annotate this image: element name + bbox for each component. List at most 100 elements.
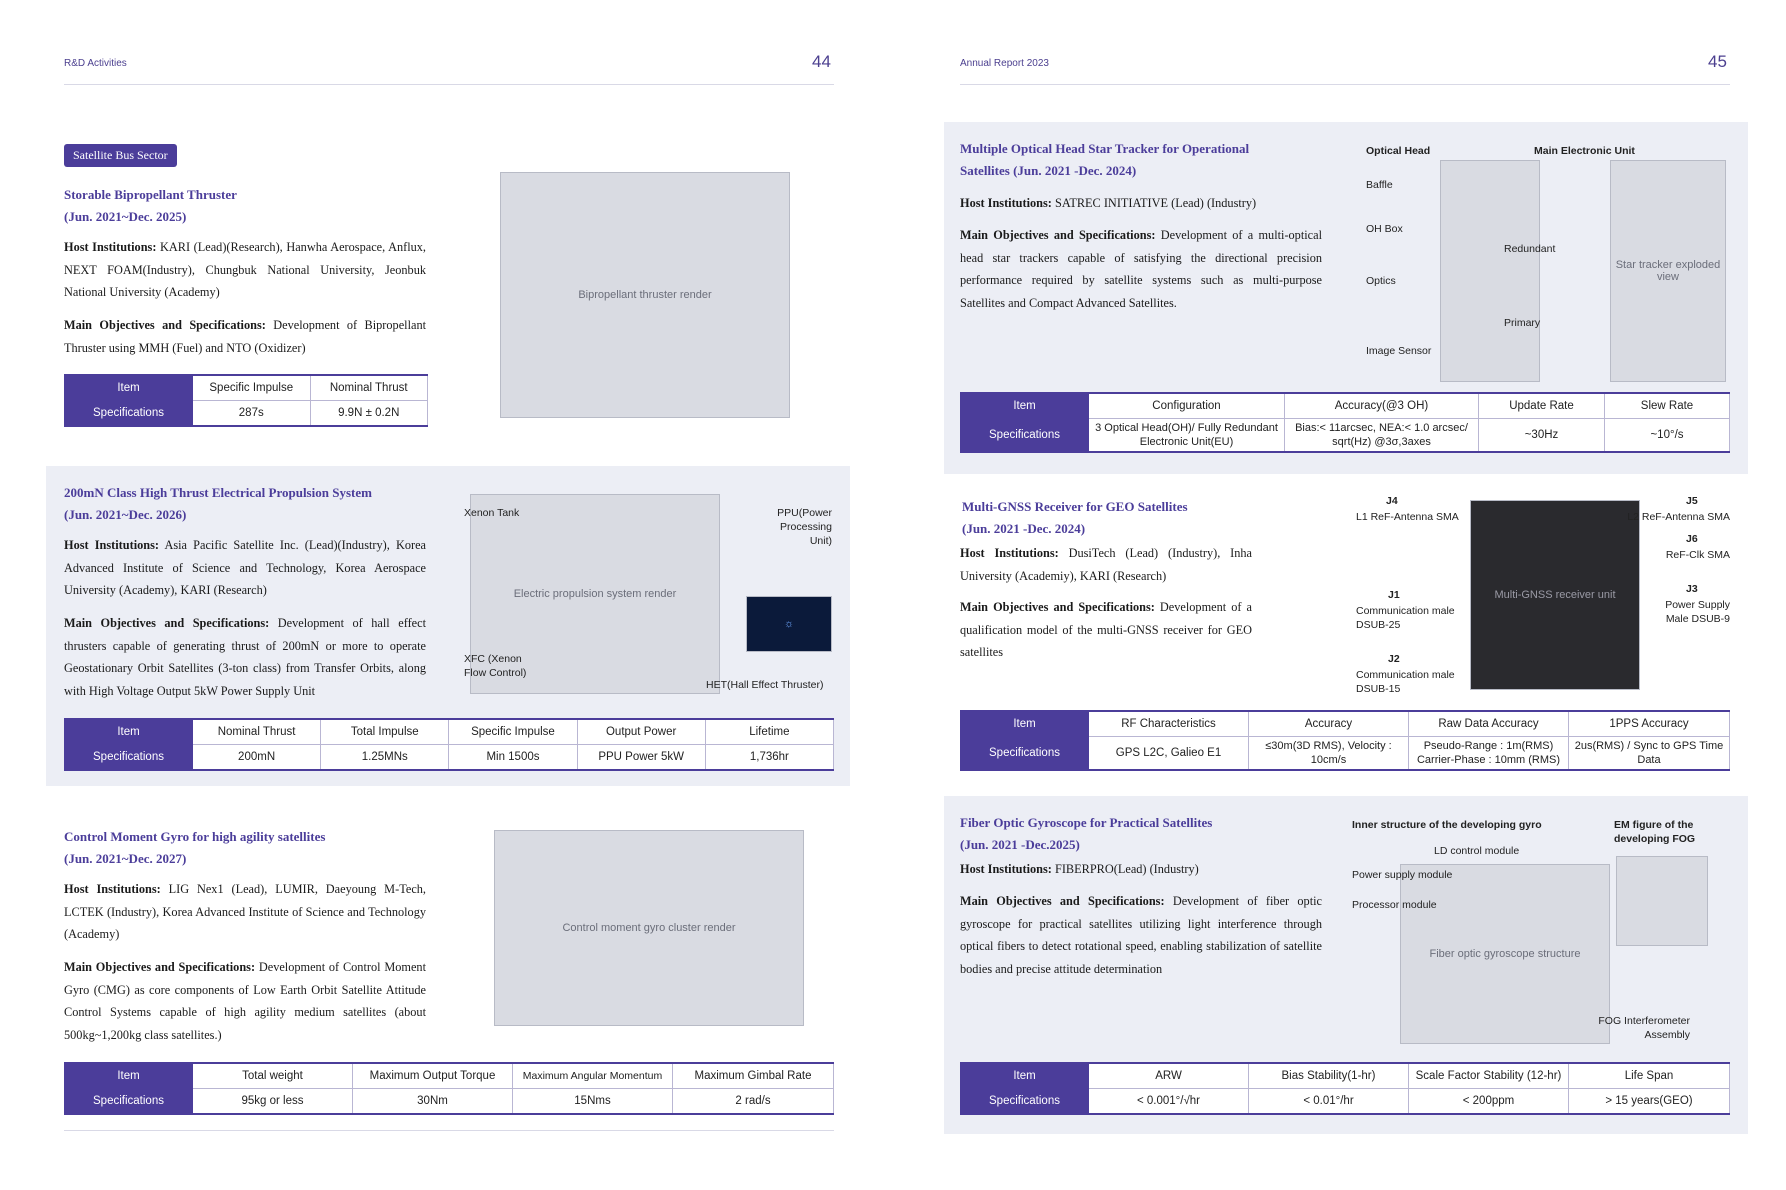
em-figure-label: EM figure of the developing FOG [1614, 819, 1696, 845]
footer-divider-left [64, 1130, 834, 1131]
left-page-section-title: R&D Activities [64, 58, 127, 69]
table-cell: ≤30m(3D RMS), Velocity : 10cm/s [1248, 736, 1409, 771]
project-title: Multi-GNSS Receiver for GEO Satellites (… [962, 496, 1322, 540]
table-cell: Min 1500s [448, 744, 578, 771]
table-cell: GPS L2C, Galieo E1 [1088, 736, 1249, 771]
table-cell: ~30Hz [1478, 418, 1605, 453]
j6-desc: ReF-Clk SMA [1665, 549, 1730, 561]
table-header-cell: Item [64, 718, 193, 745]
j1-desc: Communication male DSUB-25 [1356, 605, 1455, 631]
table-cell: 9.9N ± 0.2N [309, 400, 428, 427]
spec-table: Item Total weight Maximum Output Torque … [64, 1062, 834, 1115]
j4-label: J4 [1386, 495, 1398, 507]
table-header-cell: Update Rate [1478, 392, 1605, 419]
header-divider-left [64, 84, 834, 85]
fog-em-image [1616, 856, 1708, 946]
thruster-image: Bipropellant thruster render [500, 172, 790, 418]
table-cell: 95kg or less [192, 1088, 353, 1115]
spec-table: Item Specific Impulse Nominal Thrust Spe… [64, 374, 428, 427]
table-cell: 2 rad/s [672, 1088, 834, 1115]
table-header-cell: Maximum Gimbal Rate [672, 1062, 834, 1089]
project-title: Storable Bipropellant Thruster (Jun. 202… [64, 184, 484, 228]
project-title-line: Multi-GNSS Receiver for GEO Satellites [962, 499, 1188, 514]
table-header-cell: ARW [1088, 1062, 1249, 1089]
table-header-cell: Output Power [576, 718, 706, 745]
spec-table: Item ARW Bias Stability(1-hr) Scale Fact… [960, 1062, 1730, 1115]
table-cell: 1.25MNs [320, 744, 450, 771]
table-row-label: Specifications [64, 1088, 193, 1115]
table-cell: 3 Optical Head(OH)/ Fully Redundant Elec… [1088, 418, 1285, 453]
table-row-label: Specifications [64, 744, 193, 771]
cmg-image: Control moment gyro cluster render [494, 830, 804, 1026]
table-header-row: Item ARW Bias Stability(1-hr) Scale Fact… [960, 1062, 1730, 1089]
table-row: Specifications 95kg or less 30Nm 15Nms 2… [64, 1088, 834, 1115]
table-header-cell: Item [960, 392, 1089, 419]
project-title: Fiber Optic Gyroscope for Practical Sate… [960, 812, 1320, 856]
table-header-row: Item Nominal Thrust Total Impulse Specif… [64, 718, 835, 745]
image-sensor-label: Image Sensor [1366, 345, 1432, 357]
table-header-cell: Raw Data Accuracy [1408, 710, 1569, 737]
sector-badge: Satellite Bus Sector [64, 144, 177, 167]
left-page-number: 44 [812, 52, 831, 71]
oh-box-label: OH Box [1366, 223, 1403, 235]
table-header-row: Item Configuration Accuracy(@3 OH) Updat… [960, 392, 1730, 419]
ppu-label: PPU(Power Processing Unit) [777, 507, 832, 547]
power-supply-label: Power supply module [1352, 869, 1453, 881]
project-period: (Jun. 2021~Dec. 2025) [64, 209, 187, 224]
baffle-label: Baffle [1366, 179, 1393, 191]
j3-desc: Power Supply Male DSUB-9 [1665, 599, 1730, 625]
table-cell: 2us(RMS) / Sync to GPS Time Data [1568, 736, 1730, 771]
project-title-line: Fiber Optic Gyroscope for Practical Sate… [960, 815, 1213, 830]
host-institutions: Host Institutions: KARI (Lead)(Research)… [64, 240, 426, 299]
project-period: (Jun. 2021~Dec. 2026) [64, 507, 187, 522]
table-header-row: Item RF Characteristics Accuracy Raw Dat… [960, 710, 1730, 737]
table-header-cell: Specific Impulse [192, 374, 311, 401]
table-header-cell: Bias Stability(1-hr) [1248, 1062, 1409, 1089]
processor-label: Processor module [1352, 899, 1437, 911]
table-row: Specifications < 0.001°/√hr < 0.01°/hr <… [960, 1088, 1730, 1115]
table-header-cell: Total weight [192, 1062, 353, 1089]
table-row-label: Specifications [960, 418, 1089, 453]
table-header-cell: Specific Impulse [448, 718, 578, 745]
table-header-cell: Configuration [1088, 392, 1285, 419]
table-cell: 200mN [191, 744, 322, 771]
table-cell: < 0.01°/hr [1248, 1088, 1409, 1115]
inner-structure-label: Inner structure of the developing gyro [1352, 819, 1542, 831]
ld-control-label: LD control module [1434, 845, 1520, 857]
table-header-cell: Item [64, 374, 193, 401]
table-header-cell: Maximum Output Torque [352, 1062, 513, 1089]
j5-desc: L2 ReF-Antenna SMA [1627, 511, 1730, 523]
table-header-cell: Item [960, 710, 1089, 737]
spec-table: Item Configuration Accuracy(@3 OH) Updat… [960, 392, 1730, 453]
table-header-cell: Item [64, 1062, 193, 1089]
table-header-cell: Total Impulse [320, 718, 450, 745]
project-title: Control Moment Gyro for high agility sat… [64, 826, 484, 870]
project-title: Multiple Optical Head Star Tracker for O… [960, 138, 1320, 182]
table-header-cell: Nominal Thrust [191, 718, 322, 745]
project-title-line: Control Moment Gyro for high agility sat… [64, 829, 326, 844]
electronic-unit-image: Star tracker exploded view [1610, 160, 1726, 382]
table-header-cell: Scale Factor Stability (12-hr) [1408, 1062, 1569, 1089]
gnss-receiver-image: Multi-GNSS receiver unit [1470, 500, 1640, 690]
project-title: 200mN Class High Thrust Electrical Propu… [64, 482, 464, 526]
table-header-cell: RF Characteristics [1088, 710, 1249, 737]
main-objectives: Main Objectives and Specifications: Deve… [960, 228, 1323, 310]
spec-table: Item RF Characteristics Accuracy Raw Dat… [960, 710, 1730, 771]
j5-label: J5 [1686, 495, 1698, 507]
host-institutions: Host Institutions: SATREC INITIATIVE (Le… [960, 196, 1257, 210]
table-cell: > 15 years(GEO) [1568, 1088, 1730, 1115]
table-header-cell: Nominal Thrust [309, 374, 428, 401]
table-row: Specifications 3 Optical Head(OH)/ Fully… [960, 418, 1730, 453]
main-objectives: Main Objectives and Specifications: Deve… [64, 318, 427, 355]
table-header-cell: Slew Rate [1604, 392, 1730, 419]
main-objectives: Main Objectives and Specifications: Deve… [960, 600, 1252, 659]
table-header-cell: Accuracy(@3 OH) [1284, 392, 1479, 419]
j4-desc: L1 ReF-Antenna SMA [1356, 511, 1459, 523]
j6-label: J6 [1686, 533, 1698, 545]
host-institutions: Host Institutions: Asia Pacific Satellit… [64, 538, 426, 597]
het-plume-image: ☼ [746, 596, 832, 652]
right-page-section-title: Annual Report 2023 [960, 58, 1049, 69]
project-period: (Jun. 2021 -Dec. 2024) [962, 521, 1086, 536]
primary-label: Primary [1504, 317, 1541, 329]
table-header-row: Item Specific Impulse Nominal Thrust [64, 374, 428, 401]
